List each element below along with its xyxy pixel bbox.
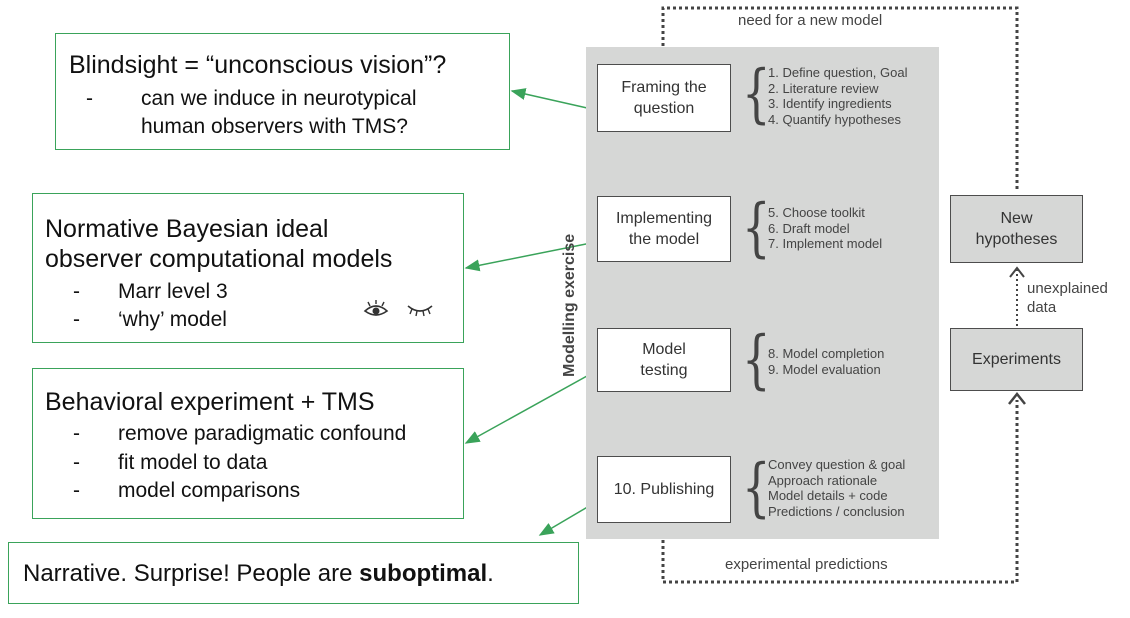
dotted-loop-top bbox=[661, 6, 1019, 190]
note-behavioral-bullet-1: -remove paradigmatic confound bbox=[73, 422, 407, 445]
dotted-loop-bottom bbox=[661, 400, 1019, 584]
brace-3: { bbox=[742, 323, 771, 397]
step-publishing: 10. Publishing bbox=[597, 456, 731, 523]
note-blindsight-title: Blindsight = “unconscious vision”? bbox=[69, 51, 447, 79]
note-behavioral: Behavioral experiment + TMS -remove para… bbox=[32, 368, 464, 519]
note-normative-title-1: Normative Bayesian ideal bbox=[45, 215, 329, 243]
label-need-new-model: need for a new model bbox=[738, 12, 883, 29]
step-testing-list: 8. Model completion 9. Model evaluation bbox=[768, 346, 885, 377]
note-behavioral-title: Behavioral experiment + TMS bbox=[45, 388, 375, 416]
note-behavioral-bullet-3: -model comparisons bbox=[73, 479, 301, 502]
note-blindsight-bullet-1: -can we induce in neurotypical bbox=[86, 87, 417, 110]
note-normative-bullet-1: -Marr level 3 bbox=[73, 280, 228, 303]
brace-2: { bbox=[742, 191, 771, 265]
unexplained-arrowhead bbox=[1009, 266, 1025, 278]
brace-1: { bbox=[742, 57, 771, 131]
note-normative-bullet-2: -‘why’ model bbox=[73, 308, 227, 331]
note-blindsight-bullet-2: human observers with TMS? bbox=[141, 115, 408, 138]
step-publishing-list: Convey question & goal Approach rational… bbox=[768, 457, 906, 519]
green-arrow-2 bbox=[464, 241, 597, 272]
label-unexplained-data: unexplained data bbox=[1027, 280, 1108, 316]
eye-open-icon bbox=[363, 300, 389, 316]
note-narrative: Narrative. Surprise! People are suboptim… bbox=[8, 542, 579, 604]
box-experiments: Experiments bbox=[950, 328, 1083, 391]
green-arrow-1 bbox=[510, 88, 597, 111]
panel-label: Modelling exercise bbox=[561, 233, 578, 377]
note-normative-title-2: observer computational models bbox=[45, 245, 393, 273]
step-implementing-list: 5. Choose toolkit 6. Draft model 7. Impl… bbox=[768, 205, 883, 251]
step-framing-list: 1. Define question, Goal 2. Literature r… bbox=[768, 65, 908, 127]
note-normative: Normative Bayesian ideal observer comput… bbox=[32, 193, 464, 343]
label-experimental-predictions: experimental predictions bbox=[725, 556, 888, 573]
brace-4: { bbox=[742, 451, 771, 525]
note-behavioral-bullet-2: -fit model to data bbox=[73, 451, 268, 474]
loop-arrowhead-experiments bbox=[1008, 391, 1026, 405]
green-arrow-3 bbox=[464, 370, 597, 444]
note-narrative-text: Narrative. Surprise! People are suboptim… bbox=[23, 560, 494, 587]
eye-closed-icon bbox=[407, 305, 433, 317]
note-blindsight: Blindsight = “unconscious vision”? -can … bbox=[55, 33, 510, 150]
